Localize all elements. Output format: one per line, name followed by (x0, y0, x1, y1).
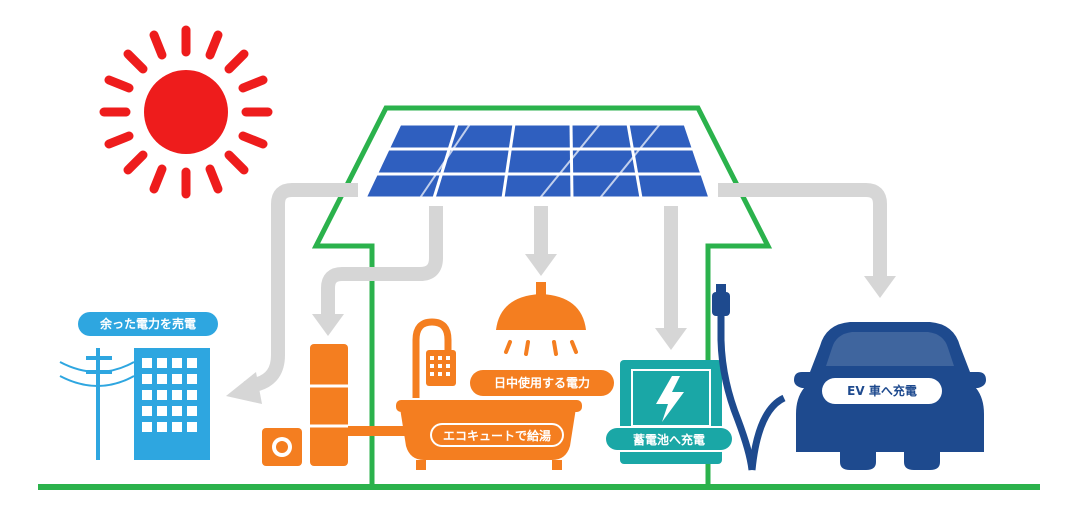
solar-panel (362, 122, 713, 200)
label-battery: 蓄電池へ充電 (604, 426, 734, 452)
label-sell-text: 余った電力を売電 (99, 316, 196, 331)
flow-arrows (243, 183, 887, 395)
lightning-icon (656, 376, 684, 422)
label-battery-text: 蓄電池へ充電 (633, 432, 705, 447)
label-ecocute-text: エコキュートで給湯 (443, 428, 551, 443)
ceiling-lamp-icon (496, 282, 586, 356)
label-ev-text: EV 車へ充電 (847, 383, 917, 398)
ev-charger (712, 284, 786, 471)
label-ev: EV 車へ充電 (822, 378, 942, 404)
label-sell: 余った電力を売電 (78, 312, 218, 336)
ecocute-unit (262, 344, 408, 466)
label-daytime: 日中使用する電力 (470, 370, 614, 396)
power-grid-building (59, 348, 210, 460)
arrow-heads (226, 254, 896, 404)
label-ecocute: エコキュートで給湯 (430, 423, 564, 447)
sun-icon (99, 25, 273, 199)
house-outline (311, 105, 773, 485)
label-daytime-text: 日中使用する電力 (494, 375, 590, 390)
